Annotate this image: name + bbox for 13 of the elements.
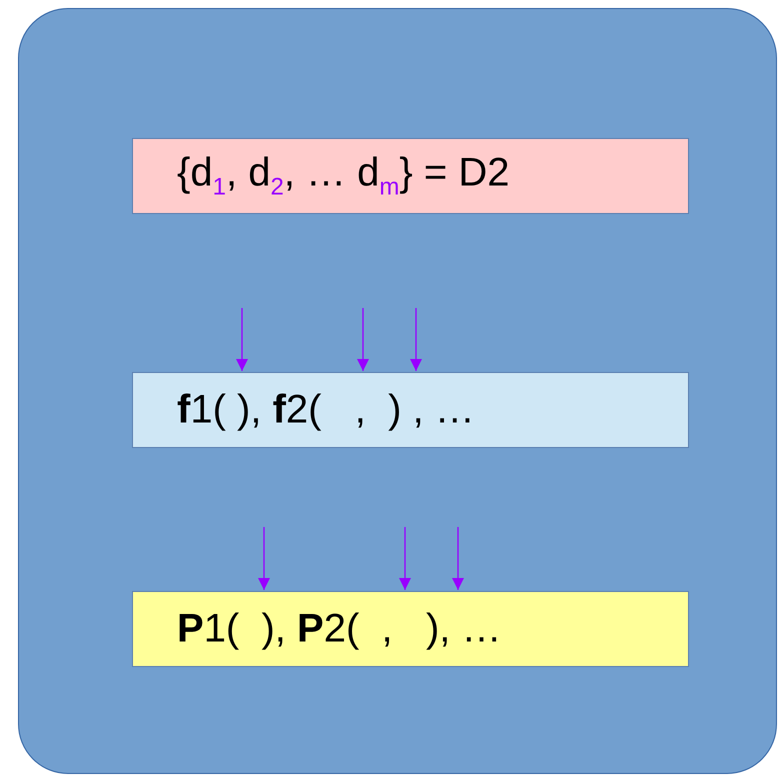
formula-box <box>132 372 689 448</box>
formula-box <box>132 138 689 214</box>
arrow <box>399 527 411 590</box>
arrow <box>258 527 270 590</box>
arrow <box>357 308 369 371</box>
arrow <box>236 308 248 371</box>
formula-text: f1( ), f2( , ) , … <box>177 388 475 432</box>
panel-background <box>18 8 777 774</box>
formula-box <box>132 591 689 667</box>
arrow <box>410 308 422 371</box>
formula-text: P1( ), P2( , ), … <box>177 606 502 652</box>
arrow <box>452 527 464 590</box>
formula-text: {d$_{1}$, d$_{2}$, … d$_{m}$} = D2 <box>177 150 510 202</box>
